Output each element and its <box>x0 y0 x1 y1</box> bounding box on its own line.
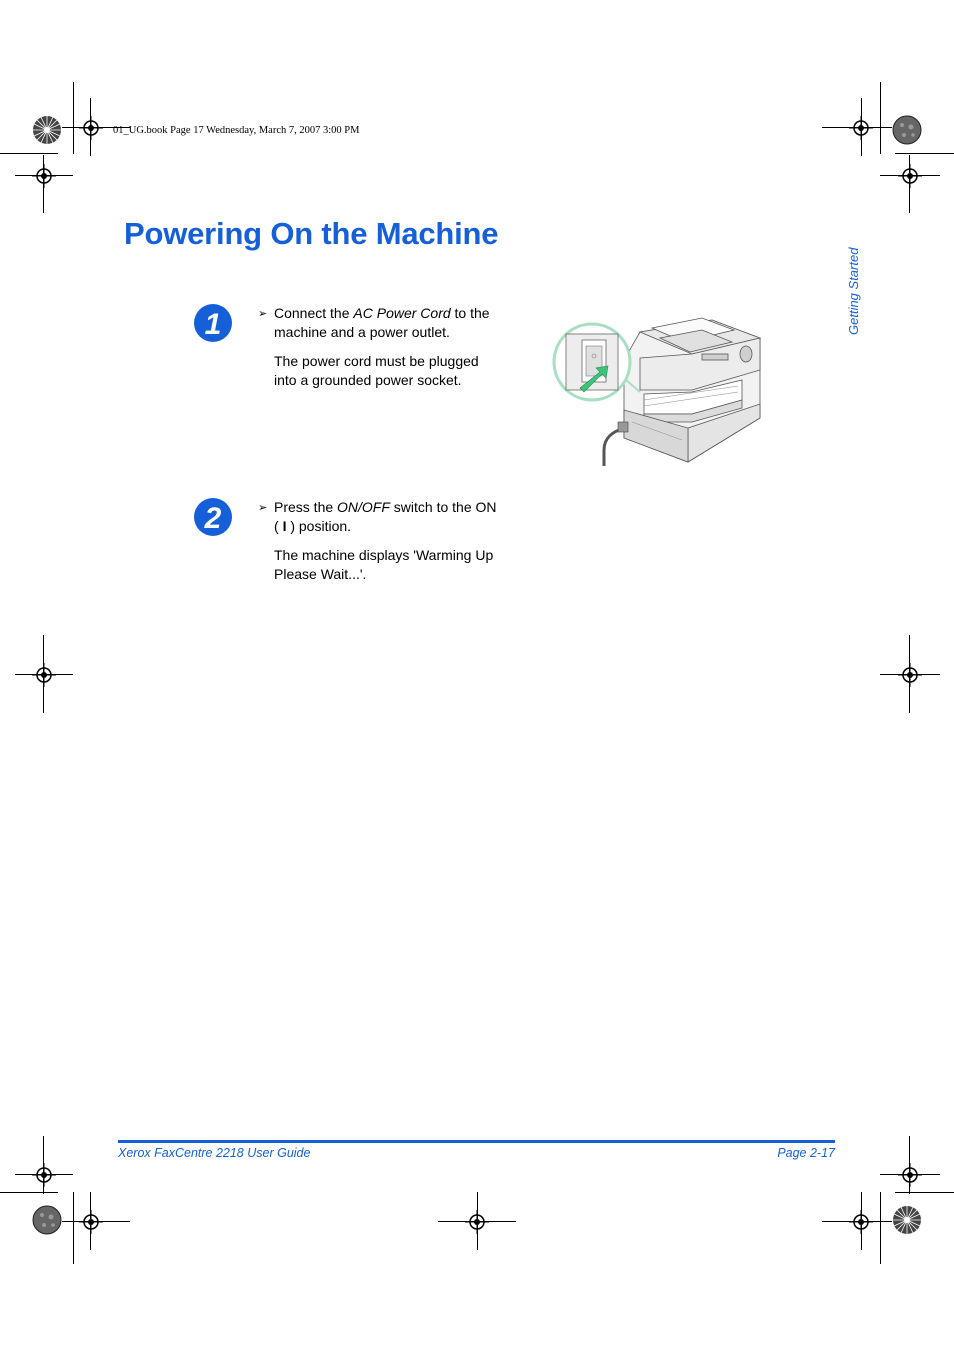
registration-mark-icon <box>898 663 922 687</box>
print-starburst-icon <box>892 115 922 145</box>
step-2-text: ➢ Press the ON/OFF switch to the ON ( I … <box>258 498 498 594</box>
footer-page-number: Page 2-17 <box>777 1146 835 1160</box>
book-stamp: 01_UG.book Page 17 Wednesday, March 7, 2… <box>113 125 360 136</box>
footer-divider <box>118 1140 835 1143</box>
registration-mark-icon <box>849 1210 873 1234</box>
step-number: 2 <box>204 502 222 535</box>
registration-mark-icon <box>32 164 56 188</box>
triangle-bullet-icon: ➢ <box>258 502 268 514</box>
print-starburst-icon <box>32 1205 62 1235</box>
print-starburst-icon <box>33 116 61 144</box>
on-symbol: I <box>282 518 287 534</box>
registration-mark-icon <box>32 663 56 687</box>
registration-mark-icon <box>898 1163 922 1187</box>
section-side-tab: Getting Started <box>846 225 866 335</box>
numbered-step-icon: 1 <box>194 304 232 342</box>
step-1-text: ➢ Connect the AC Power Cord to the machi… <box>258 304 498 400</box>
machine-power-illustration <box>552 317 762 466</box>
page-title: Powering On the Machine <box>124 216 499 251</box>
step-number: 1 <box>205 308 222 341</box>
side-tab-label: Getting Started <box>846 247 861 335</box>
step-1-instruction: Connect the AC Power Cord to the machine… <box>274 305 490 340</box>
registration-mark-icon <box>32 1163 56 1187</box>
registration-mark-icon <box>79 116 103 140</box>
registration-mark-icon <box>849 116 873 140</box>
triangle-bullet-icon: ➢ <box>258 308 268 320</box>
step-1-note: The power cord must be plugged into a gr… <box>274 353 479 388</box>
step-2-note: The machine displays 'Warming Up Please … <box>274 547 494 582</box>
registration-mark-icon <box>79 1210 103 1234</box>
registration-mark-icon <box>465 1210 489 1234</box>
step-2-instruction: Press the ON/OFF switch to the ON ( I ) … <box>274 499 497 534</box>
print-starburst-icon <box>893 1206 921 1234</box>
numbered-step-icon: 2 <box>194 498 232 536</box>
registration-mark-icon <box>898 164 922 188</box>
footer-guide-title: Xerox FaxCentre 2218 User Guide <box>118 1146 311 1160</box>
